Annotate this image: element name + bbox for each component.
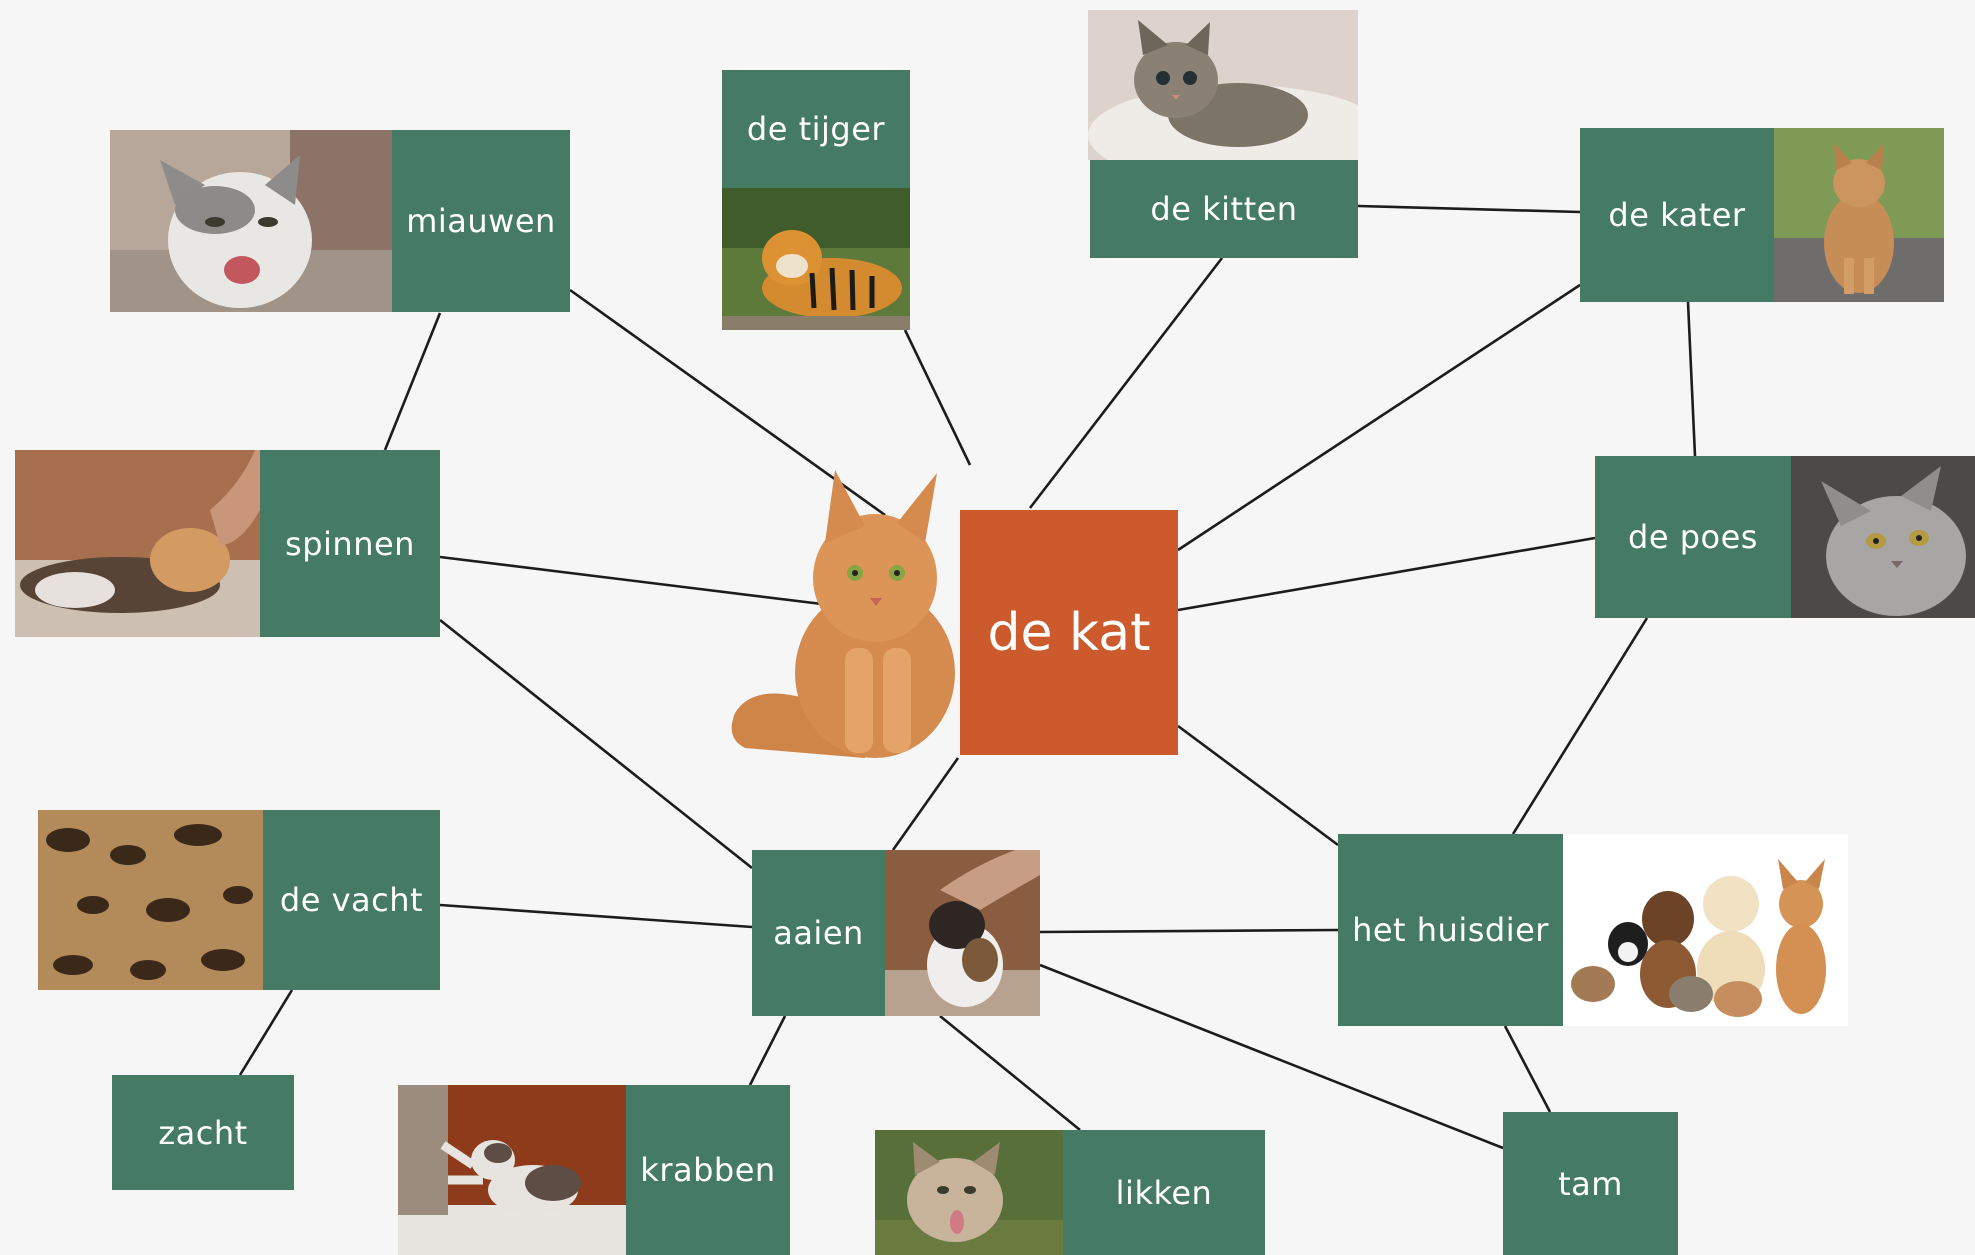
kater-photo xyxy=(1774,128,1944,302)
link-kitten-kat xyxy=(1028,257,1224,509)
link-tijger-kat xyxy=(903,329,972,466)
node-spinnen[interactable]: spinnen xyxy=(260,450,440,637)
link-poes-huisdier xyxy=(1511,617,1649,835)
tiger-photo-icon xyxy=(722,188,910,330)
node-krabben[interactable]: krabben xyxy=(626,1085,790,1255)
kitten-photo-icon xyxy=(1088,10,1358,160)
node-de-vacht[interactable]: de vacht xyxy=(263,810,440,990)
node-de-kater-label: de kater xyxy=(1608,196,1746,234)
node-miauwen-label: miauwen xyxy=(406,202,556,240)
miauwen-photo xyxy=(110,130,395,312)
link-spinnen-aaien xyxy=(439,618,753,870)
scratching-cat-photo-icon xyxy=(398,1085,626,1255)
node-de-poes[interactable]: de poes xyxy=(1595,456,1791,618)
sitting-orange-cat-photo-icon xyxy=(731,470,955,758)
link-kater-kat xyxy=(1177,283,1581,552)
link-aaien-krabben xyxy=(748,1015,787,1086)
node-likken[interactable]: likken xyxy=(1063,1130,1265,1255)
link-poes-kat xyxy=(1177,536,1596,612)
pets-group-photo-icon xyxy=(1563,834,1848,1026)
aaien-photo xyxy=(885,850,1040,1016)
tijger-photo xyxy=(722,188,910,330)
purring-cat-photo-icon xyxy=(15,450,260,637)
link-aaien-likken xyxy=(939,1014,1081,1132)
likken-photo xyxy=(875,1130,1063,1255)
link-kitten-kater xyxy=(1357,204,1581,214)
node-krabben-label: krabben xyxy=(640,1151,776,1189)
node-het-huisdier[interactable]: het huisdier xyxy=(1338,834,1563,1026)
vacht-photo xyxy=(38,810,263,990)
node-miauwen[interactable]: miauwen xyxy=(392,130,570,312)
node-het-huisdier-label: het huisdier xyxy=(1352,911,1549,949)
link-huisdier-tam xyxy=(1503,1025,1552,1113)
poes-photo xyxy=(1791,456,1975,618)
grey-cat-photo-icon xyxy=(1791,456,1975,618)
node-de-kitten[interactable]: de kitten xyxy=(1090,160,1358,258)
link-aaien-huisdier xyxy=(1039,928,1339,934)
link-kater-poes xyxy=(1686,301,1697,457)
meowing-cat-photo-icon xyxy=(110,130,395,312)
kitten-photo xyxy=(1088,10,1358,160)
node-aaien[interactable]: aaien xyxy=(752,850,885,1016)
node-de-kater[interactable]: de kater xyxy=(1580,128,1774,302)
fur-photo-icon xyxy=(38,810,263,990)
node-tam-label: tam xyxy=(1558,1164,1623,1203)
huisdier-photo xyxy=(1563,834,1848,1026)
node-zacht[interactable]: zacht xyxy=(112,1075,294,1190)
node-de-tijger-label: de tijger xyxy=(746,110,886,148)
center-node-de-kat[interactable]: de kat xyxy=(960,510,1178,755)
licking-cat-photo-icon xyxy=(875,1130,1063,1255)
node-de-poes-label: de poes xyxy=(1628,518,1758,556)
link-miauwen-kat xyxy=(569,288,886,517)
center-cat-photo xyxy=(725,448,990,764)
node-de-kitten-label: de kitten xyxy=(1150,190,1298,228)
node-likken-label: likken xyxy=(1115,1173,1213,1212)
link-vacht-zacht xyxy=(238,989,294,1076)
petting-cat-photo-icon xyxy=(885,850,1040,1016)
link-spinnen-kat xyxy=(439,555,831,607)
link-vacht-aaien xyxy=(439,903,753,929)
center-node-label: de kat xyxy=(987,602,1151,663)
spinnen-photo xyxy=(15,450,260,637)
link-aaien-tam xyxy=(1039,963,1504,1150)
node-de-vacht-label: de vacht xyxy=(279,881,424,919)
node-zacht-label: zacht xyxy=(158,1113,248,1152)
tomcat-photo-icon xyxy=(1774,128,1944,302)
link-kat-huisdier xyxy=(1177,724,1339,847)
link-miauwen-spinnen xyxy=(383,312,442,451)
krabben-photo xyxy=(398,1085,626,1255)
link-kat-aaien xyxy=(891,757,960,851)
node-aaien-label: aaien xyxy=(773,914,864,952)
node-de-tijger[interactable]: de tijger xyxy=(722,70,910,188)
node-spinnen-label: spinnen xyxy=(285,524,415,563)
node-tam[interactable]: tam xyxy=(1503,1112,1678,1255)
